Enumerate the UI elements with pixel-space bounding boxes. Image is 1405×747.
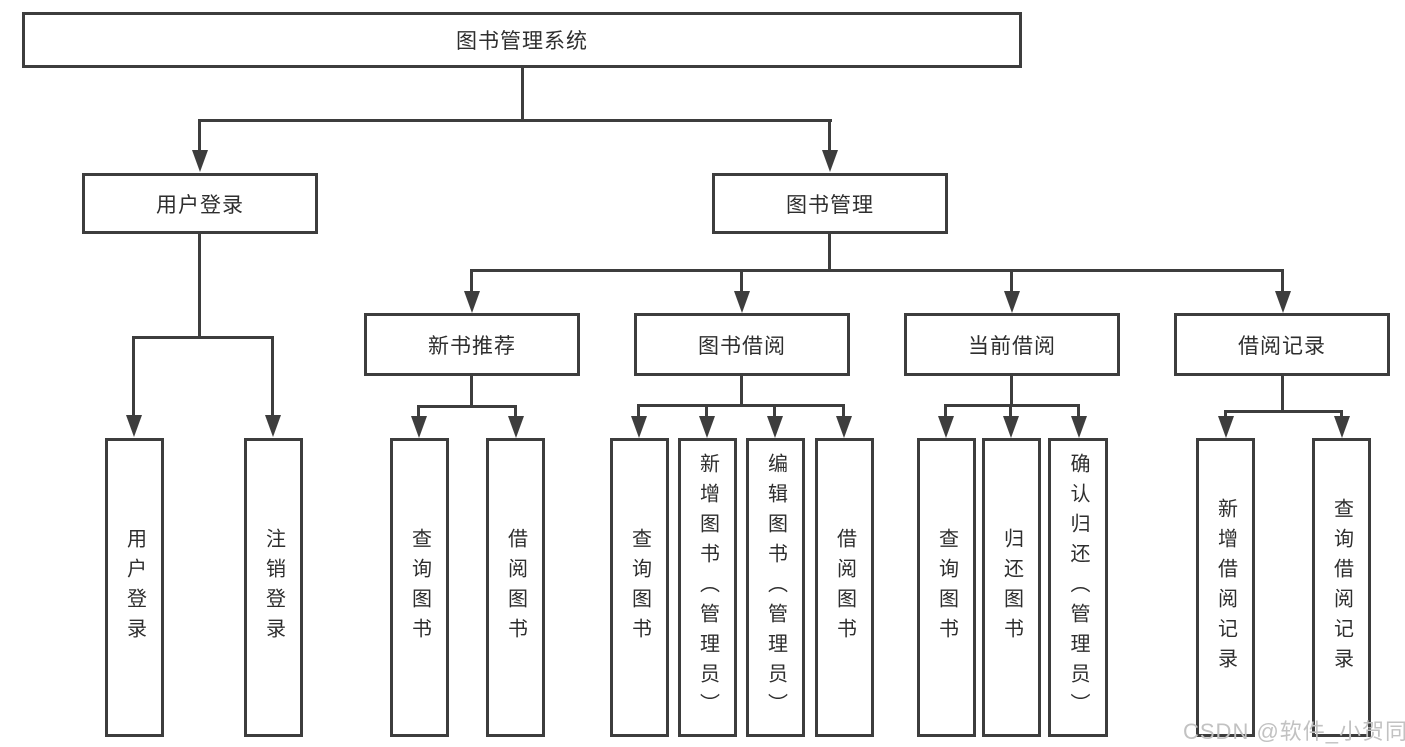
leaf-borrow-books: 借阅图书 xyxy=(815,438,874,737)
connector-line xyxy=(1281,269,1284,293)
leaf-edit-books-admin: 编辑图书（管理员） xyxy=(746,438,805,737)
leaf-confirm-return-admin: 确认归还（管理员） xyxy=(1048,438,1108,737)
leaf-borrow-books-recommend: 借阅图书 xyxy=(486,438,545,737)
arrow-down-icon xyxy=(822,150,838,172)
leaf-add-borrow-record: 新增借阅记录 xyxy=(1196,438,1255,737)
connector-line xyxy=(944,404,947,418)
connector-line xyxy=(132,336,135,418)
connector-line xyxy=(705,404,708,418)
arrow-down-icon xyxy=(1004,291,1020,313)
connector-line xyxy=(1340,410,1343,420)
node-new-book-recommend: 新书推荐 xyxy=(364,313,580,376)
connector-line xyxy=(198,119,832,122)
leaf-user-login: 用户登录 xyxy=(105,438,164,737)
connector-line xyxy=(828,119,831,152)
arrow-down-icon xyxy=(734,291,750,313)
connector-line xyxy=(773,404,776,418)
connector-line xyxy=(198,233,201,339)
connector-line xyxy=(637,404,640,418)
arrow-down-icon xyxy=(938,416,954,438)
arrow-down-icon xyxy=(836,416,852,438)
node-current-borrow: 当前借阅 xyxy=(904,313,1120,376)
arrow-down-icon xyxy=(1003,416,1019,438)
connector-line xyxy=(470,374,473,408)
connector-line xyxy=(1224,410,1227,420)
connector-line xyxy=(198,119,201,152)
arrow-down-icon xyxy=(767,416,783,438)
arrow-down-icon xyxy=(508,416,524,438)
node-book-borrow: 图书借阅 xyxy=(634,313,850,376)
arrow-down-icon xyxy=(411,416,427,438)
connector-line xyxy=(1010,374,1013,407)
connector-line xyxy=(132,336,274,339)
connector-line xyxy=(944,404,1080,407)
connector-line xyxy=(740,269,743,293)
arrow-down-icon xyxy=(265,415,281,437)
connector-line xyxy=(1009,404,1012,418)
connector-line xyxy=(828,233,831,272)
connector-line xyxy=(417,405,420,419)
leaf-add-books-admin: 新增图书（管理员） xyxy=(678,438,737,737)
leaf-query-borrow-record: 查询借阅记录 xyxy=(1312,438,1371,737)
connector-line xyxy=(1077,404,1080,418)
connector-line xyxy=(521,67,524,121)
arrow-down-icon xyxy=(1218,416,1234,438)
connector-line xyxy=(1281,374,1284,413)
leaf-logout: 注销登录 xyxy=(244,438,303,737)
arrow-down-icon xyxy=(1071,416,1087,438)
node-borrow-records: 借阅记录 xyxy=(1174,313,1390,376)
arrow-down-icon xyxy=(1334,416,1350,438)
arrow-down-icon xyxy=(464,291,480,313)
leaf-return-books: 归还图书 xyxy=(982,438,1041,737)
arrow-down-icon xyxy=(1275,291,1291,313)
arrow-down-icon xyxy=(192,150,208,172)
arrow-down-icon xyxy=(631,416,647,438)
connector-line xyxy=(740,374,743,407)
connector-line xyxy=(470,269,473,293)
connector-line xyxy=(1224,410,1343,413)
node-book-management: 图书管理 xyxy=(712,173,948,234)
leaf-query-books-borrow: 查询图书 xyxy=(610,438,669,737)
leaf-query-books-current: 查询图书 xyxy=(917,438,976,737)
connector-line xyxy=(842,404,845,418)
connector-line xyxy=(1010,269,1013,293)
arrow-down-icon xyxy=(699,416,715,438)
arrow-down-icon xyxy=(126,415,142,437)
node-user-login: 用户登录 xyxy=(82,173,318,234)
connector-line xyxy=(637,404,845,407)
connector-line xyxy=(514,405,517,419)
node-root: 图书管理系统 xyxy=(22,12,1022,68)
connector-line xyxy=(470,269,1284,272)
leaf-query-books-recommend: 查询图书 xyxy=(390,438,449,737)
connector-line xyxy=(271,336,274,418)
connector-line xyxy=(417,405,517,408)
csdn-watermark: CSDN @软件_小贺同学 xyxy=(1183,719,1405,744)
